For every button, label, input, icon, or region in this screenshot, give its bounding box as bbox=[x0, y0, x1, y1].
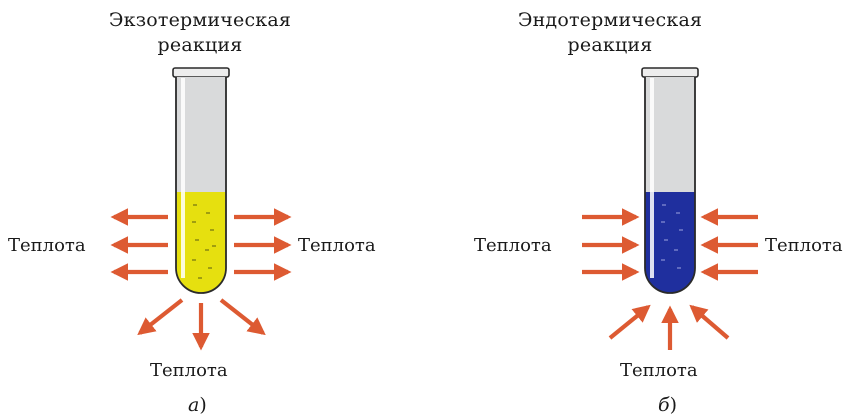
exothermic-title-line1: Экзотермическая bbox=[108, 9, 292, 31]
heat-arrows-inward bbox=[582, 208, 758, 350]
test-tube-endothermic bbox=[641, 67, 699, 294]
heat-label-left: Теплота bbox=[8, 235, 86, 256]
tube-highlight bbox=[650, 78, 654, 278]
test-tube-exothermic bbox=[172, 67, 230, 294]
caption-b-paren: ) bbox=[669, 394, 678, 416]
caption-b: б) bbox=[658, 394, 677, 416]
tube-highlight bbox=[181, 78, 185, 278]
tube-rim bbox=[641, 67, 699, 78]
heat-label-right: Теплота bbox=[765, 235, 843, 256]
tube-outline bbox=[644, 77, 696, 294]
arrow-down-left bbox=[137, 298, 184, 336]
arrow-up-right bbox=[608, 304, 651, 340]
exothermic-title: Экзотермическая реакция bbox=[80, 8, 320, 58]
tube-outline bbox=[175, 77, 227, 294]
endothermic-diagram bbox=[582, 67, 758, 350]
endothermic-title-line2: реакция bbox=[567, 34, 653, 56]
endothermic-panel: Эндотермическая реакция bbox=[430, 0, 859, 419]
heat-label-bottom: Теплота bbox=[150, 360, 228, 381]
liquid-bubbles bbox=[192, 204, 216, 279]
tube-liquid-blue bbox=[645, 192, 695, 293]
endothermic-title-line1: Эндотермическая bbox=[517, 9, 703, 31]
heat-arrows-outward bbox=[110, 208, 292, 351]
heat-label-right: Теплота bbox=[298, 235, 376, 256]
caption-b-letter: б bbox=[658, 394, 670, 416]
caption-a-paren: ) bbox=[199, 394, 207, 416]
liquid-bubbles bbox=[661, 204, 683, 269]
heat-label-left: Теплота bbox=[474, 235, 552, 256]
exothermic-title-line2: реакция bbox=[157, 34, 243, 56]
arrow-up-left bbox=[689, 304, 730, 340]
exothermic-panel: Экзотермическая реакция bbox=[8, 8, 376, 416]
caption-a: а) bbox=[188, 394, 207, 416]
heat-label-bottom: Теплота bbox=[620, 360, 698, 381]
endothermic-title: Эндотермическая реакция bbox=[490, 8, 730, 58]
tube-liquid-yellow bbox=[176, 192, 226, 293]
arrow-down-right bbox=[219, 298, 266, 336]
exothermic-diagram bbox=[110, 67, 292, 351]
caption-a-letter: а bbox=[188, 394, 200, 416]
tube-rim bbox=[172, 67, 230, 78]
